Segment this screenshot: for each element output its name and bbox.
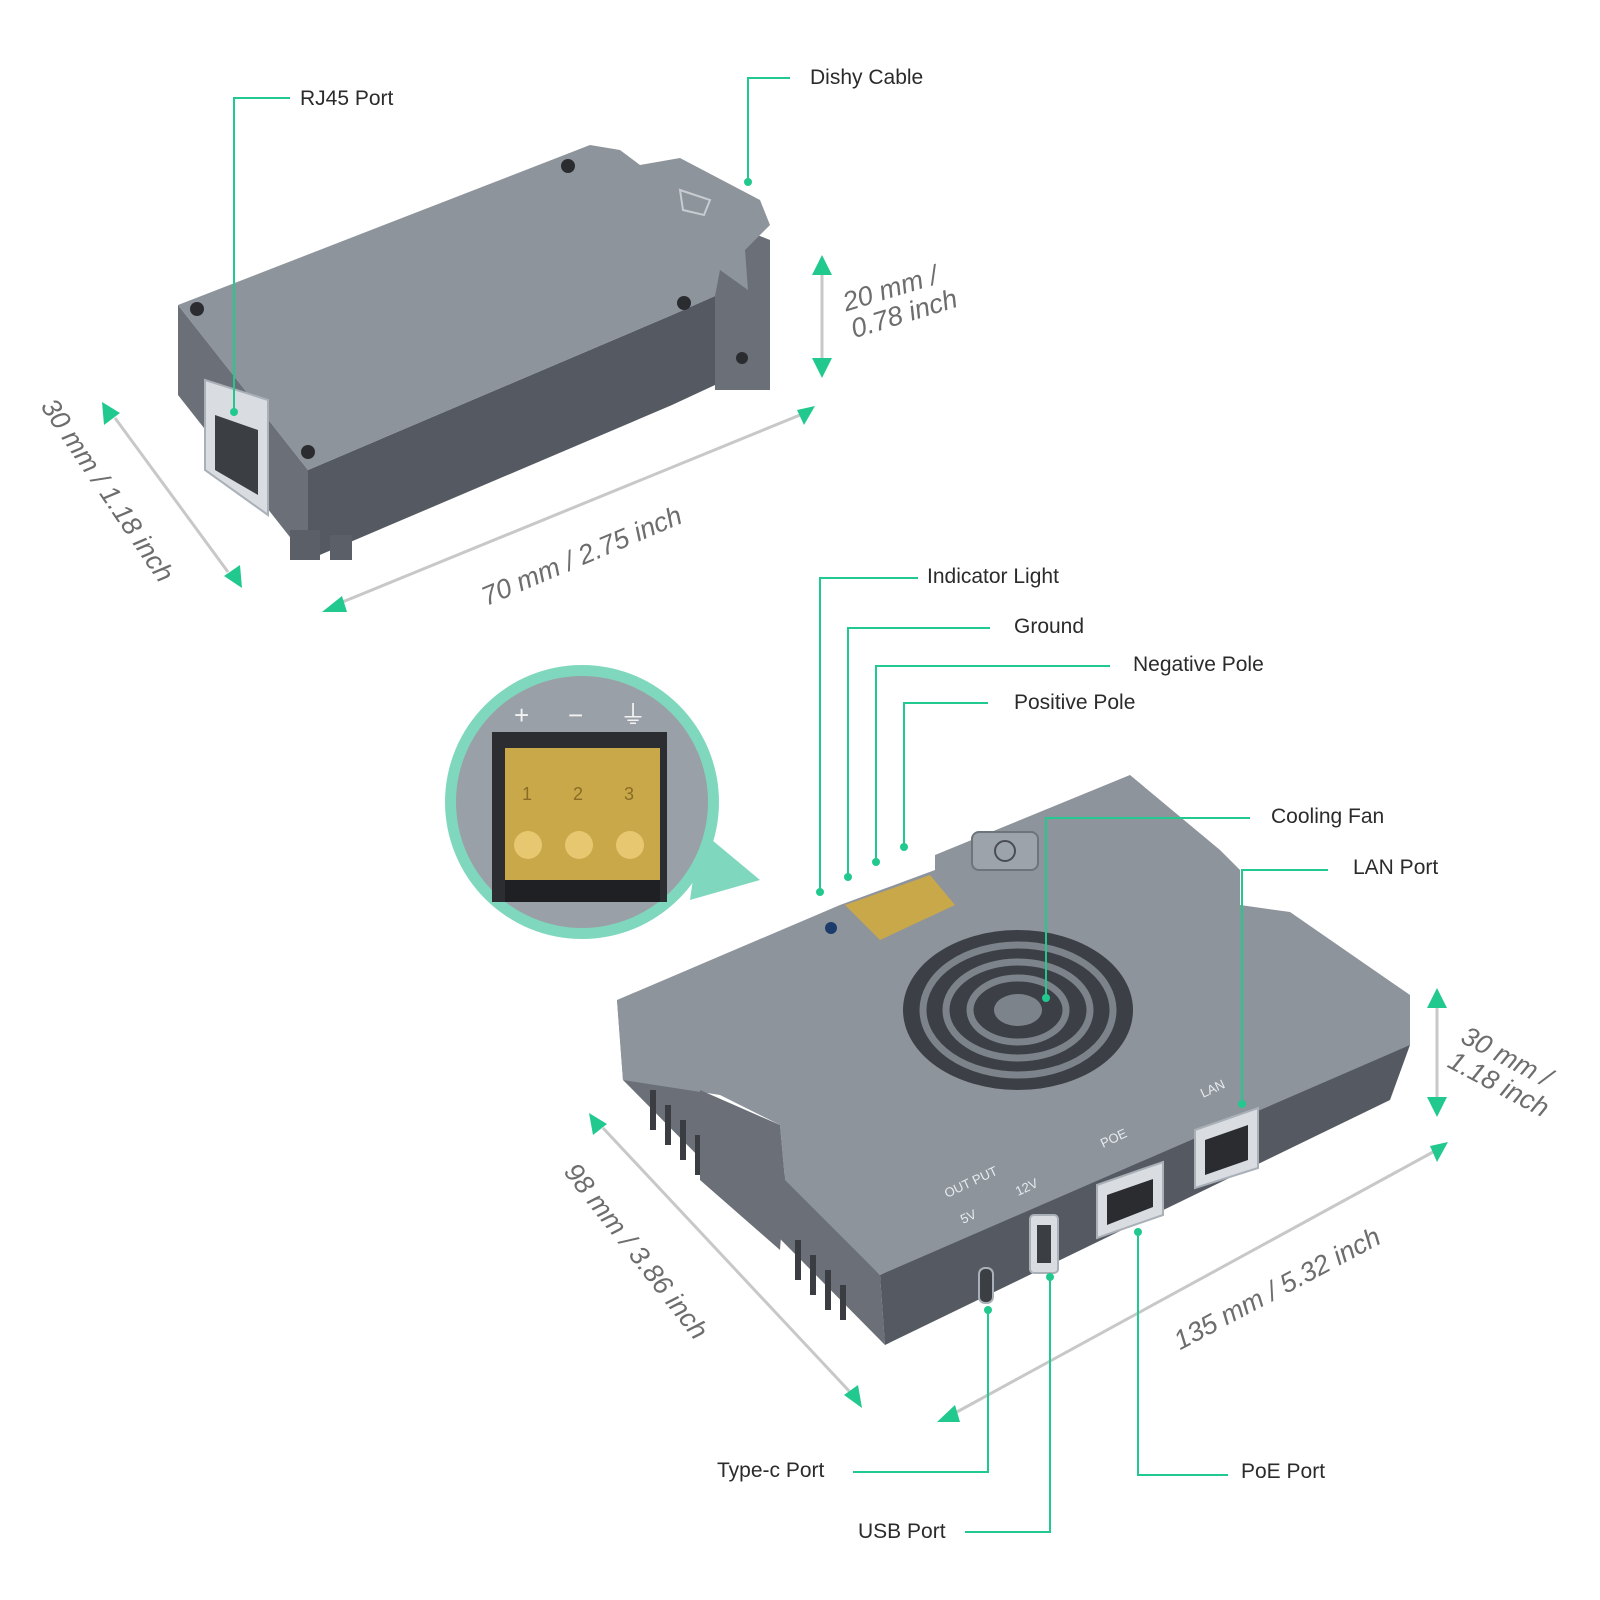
rj45-port-label: RJ45 Port bbox=[300, 87, 394, 110]
dimension-lines bbox=[102, 255, 1448, 1422]
poe-port-label: PoE Port bbox=[1241, 1460, 1326, 1483]
terminal-number-1: 1 bbox=[522, 784, 532, 804]
leader-lines bbox=[230, 77, 1328, 1533]
type-c-port-label: Type-c Port bbox=[717, 1459, 825, 1482]
terminal-symbol-ground: ⏚ bbox=[620, 700, 646, 730]
lan-port-label: LAN Port bbox=[1353, 856, 1439, 879]
terminal-symbol-minus: − bbox=[568, 700, 583, 730]
cooling-fan-label: Cooling Fan bbox=[1271, 805, 1385, 828]
terminal-number-3: 3 bbox=[624, 784, 634, 804]
terminal-symbol-plus: + bbox=[514, 700, 529, 730]
five-v-marking: 5V bbox=[958, 1206, 979, 1226]
positive-pole-label: Positive Pole bbox=[1014, 691, 1136, 714]
usb-port-label: USB Port bbox=[858, 1520, 946, 1543]
ground-label: Ground bbox=[1014, 615, 1085, 638]
cooling-fan-grille bbox=[903, 930, 1133, 1090]
negative-pole-label: Negative Pole bbox=[1133, 653, 1264, 676]
small-device bbox=[178, 145, 770, 560]
terminal-number-2: 2 bbox=[573, 784, 583, 804]
terminal-zoom-inset: + − ⏚ 1 2 3 bbox=[445, 665, 760, 939]
large-device: LAN POE OUT PUT 5V 12V bbox=[617, 775, 1410, 1345]
indicator-light-label: Indicator Light bbox=[927, 565, 1059, 588]
dishy-cable-label: Dishy Cable bbox=[810, 66, 924, 89]
